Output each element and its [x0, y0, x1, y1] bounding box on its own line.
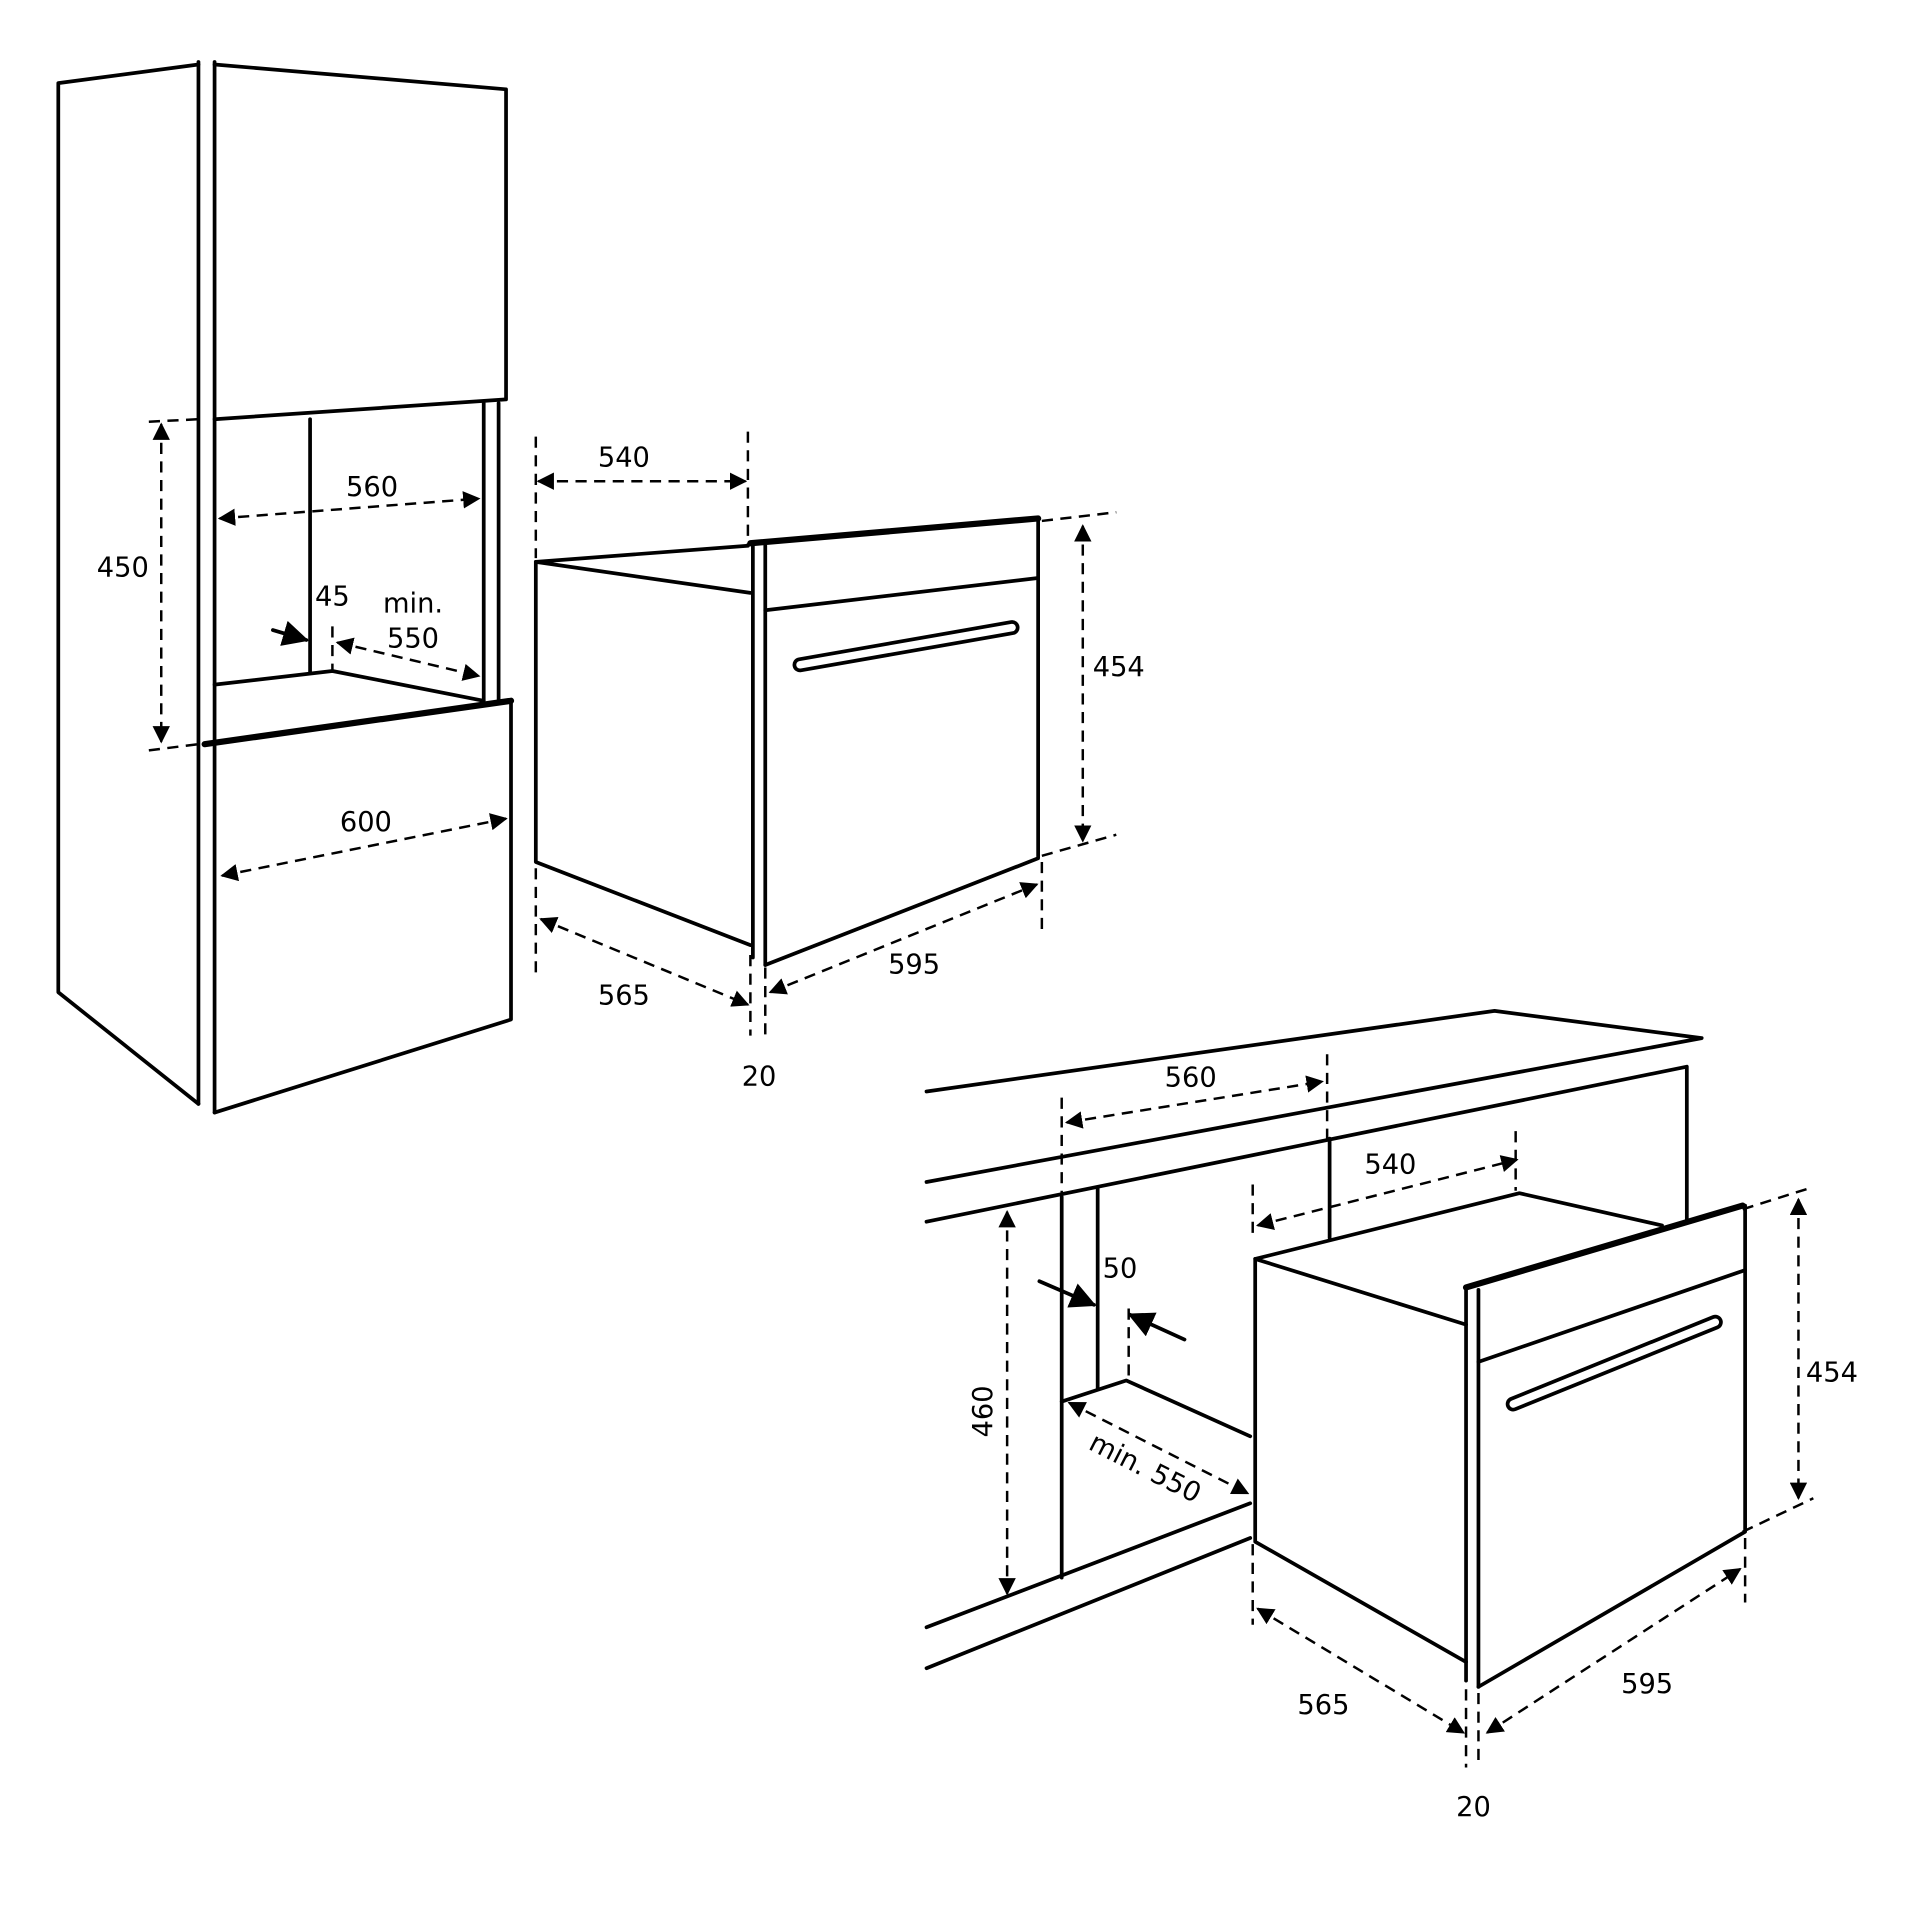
oven-body-top	[533, 543, 753, 595]
dim-label-oven-front-width: 595	[888, 950, 940, 981]
dim-label-uc-body-width: 540	[1364, 1149, 1416, 1180]
dim-label-uc-rear-gap: 50	[1103, 1254, 1138, 1285]
dim-label-uc-body-depth: 565	[1297, 1690, 1349, 1721]
dim-label-niche-height: 450	[97, 553, 149, 584]
cabinet-side-panel	[56, 62, 201, 1106]
uc-oven-control-strip	[1476, 1268, 1747, 1364]
dim-label-uc-depth: min. 550	[1084, 1427, 1206, 1509]
dim-tick	[148, 417, 199, 423]
dim-label-uc-niche-width: 560	[1165, 1063, 1217, 1094]
dim-niche-width	[217, 491, 481, 526]
dim-tick	[1041, 833, 1117, 858]
dim-cabinet-width	[220, 813, 508, 882]
lower-cabinet-front	[212, 698, 513, 1115]
uc-oven-handle-inner	[1509, 1318, 1720, 1408]
dim-label-uc-niche-height: 460	[968, 1385, 999, 1437]
uc-niche-floor	[1059, 1378, 1253, 1439]
dim-uc-body-width	[1255, 1155, 1519, 1231]
niche-floor	[212, 669, 486, 703]
dim-oven-front-width	[768, 882, 1039, 995]
dim-label-cabinet-width: 600	[340, 807, 392, 838]
dim-label-oven-front-height: 454	[1093, 652, 1145, 683]
oven-body-side	[533, 560, 753, 947]
dim-label-oven-depth: 565	[598, 981, 650, 1012]
dim-tick	[1742, 1497, 1814, 1533]
countertop-top	[924, 1008, 1704, 1184]
dim-label-min: min.	[383, 589, 443, 620]
oven-handle-inner	[796, 623, 1016, 669]
dim-tick	[148, 742, 199, 752]
uc-oven-front	[1476, 1203, 1747, 1689]
dim-label-uc-front-width: 595	[1621, 1669, 1673, 1700]
dim-uc-rear-gap-arrow-b	[1127, 1312, 1187, 1342]
dim-tick	[1742, 1185, 1814, 1211]
dim-label-rear-gap: 45	[315, 581, 350, 612]
upper-cabinet-front	[212, 62, 508, 422]
dim-label-uc-front-height: 454	[1806, 1358, 1858, 1389]
dim-uc-niche-width	[1064, 1075, 1324, 1129]
uc-oven-front-top	[1462, 1202, 1746, 1291]
dim-label-uc-front-thickness: 20	[1456, 1792, 1491, 1823]
dim-oven-depth	[539, 917, 750, 1007]
uc-oven-top	[1253, 1191, 1664, 1327]
oven-front-top	[747, 515, 1042, 547]
dim-label-depth: 550	[387, 623, 439, 654]
oven-front	[763, 516, 1040, 967]
dim-label-niche-width: 560	[346, 472, 398, 503]
dim-uc-body-depth	[1256, 1607, 1466, 1734]
dim-niche-depth	[335, 637, 481, 681]
uc-plinth-bottom	[924, 1536, 1253, 1671]
dim-uc-rear-gap-arrow-a	[1037, 1279, 1097, 1308]
dim-rear-gap-arrow	[271, 620, 309, 646]
dim-tick	[1041, 511, 1117, 523]
countertop-front	[924, 1064, 1689, 1224]
dim-uc-front-width	[1485, 1567, 1742, 1734]
uc-plinth-top	[924, 1501, 1253, 1630]
lower-cabinet-top	[201, 697, 515, 748]
dim-uc-depth	[1067, 1401, 1250, 1495]
uc-oven-side	[1253, 1257, 1468, 1664]
dim-label-oven-body-width: 540	[598, 442, 650, 473]
oven-control-strip	[763, 576, 1040, 613]
dim-label-oven-front-thickness: 20	[742, 1061, 777, 1092]
